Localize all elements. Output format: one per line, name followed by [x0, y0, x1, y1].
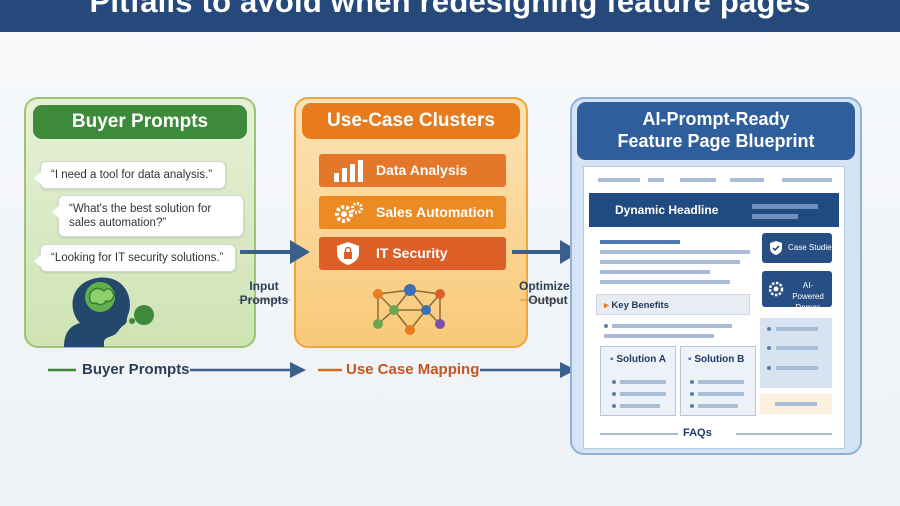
headline-line — [752, 204, 818, 209]
bar-chart-icon — [334, 160, 363, 182]
thinking-head-icon — [64, 277, 154, 347]
shield-icon — [770, 241, 782, 255]
nav-bar — [648, 178, 664, 182]
blueprint-title: AI-Prompt-Ready Feature Page Blueprint — [577, 102, 855, 160]
prompt-bubble-it-security: “Looking for IT security solutions.” — [34, 244, 236, 272]
dynamic-headline-bar — [589, 193, 839, 227]
blueprint-title-line1: AI-Prompt-Ready — [642, 109, 790, 129]
blueprint-title-line2: Feature Page Blueprint — [617, 131, 815, 151]
nav-bar — [598, 178, 640, 182]
solution-line — [620, 392, 666, 396]
benefit-line — [604, 334, 714, 338]
ai-gear-icon — [768, 281, 784, 297]
solution-line — [620, 380, 666, 384]
bullet-dot — [690, 380, 694, 384]
input-arrow — [240, 240, 310, 264]
bottom-label-buyer-prompts: Buyer Prompts — [82, 361, 190, 378]
bullet-dot — [612, 392, 616, 396]
page-title: Pitfalls to avoid when redesigning featu… — [89, 0, 811, 19]
benefit-line — [612, 324, 732, 328]
content-line — [600, 260, 740, 264]
nav-bar — [680, 178, 716, 182]
prompt-bubble-data-analysis: “I need a tool for data analysis.” — [34, 161, 226, 189]
cluster-label: Sales Automation — [376, 204, 494, 220]
key-benefits-label: ▸ Key Benefits — [604, 300, 669, 311]
cluster-label: IT Security — [376, 245, 448, 261]
bullet-dot — [690, 404, 694, 408]
case-studies-label: Case Studies — [788, 243, 836, 252]
sidebar-line — [776, 346, 818, 350]
prompt-bubble-sales-automation: “What's the best solution for sales auto… — [52, 195, 244, 237]
bottom-flow-arrows — [48, 362, 576, 378]
bottom-label-use-case-mapping: Use Case Mapping — [346, 361, 480, 378]
cluster-data-analysis: Data Analysis — [319, 154, 506, 187]
sidebar-line — [776, 366, 818, 370]
solution-line — [698, 404, 738, 408]
bullet-dot — [612, 404, 616, 408]
content-line — [600, 240, 680, 244]
content-line — [600, 270, 710, 274]
ai-demos-label: AI-Powered Demos — [792, 281, 824, 312]
bullet-dot — [690, 392, 694, 396]
faq-line — [600, 433, 678, 435]
solution-b-label: ▪ Solution B — [688, 354, 745, 365]
content-line — [600, 250, 750, 254]
sidebar-line — [776, 327, 818, 331]
sidebar-line — [775, 402, 817, 406]
faqs-label: FAQs — [683, 427, 712, 439]
solution-line — [698, 380, 744, 384]
bullet-dot — [604, 324, 608, 328]
shield-lock-icon — [337, 242, 359, 265]
bullet-dot — [767, 327, 771, 331]
faq-line — [736, 433, 832, 435]
use-case-clusters-title: Use-Case Clusters — [302, 103, 520, 139]
network-graph-icon — [373, 284, 445, 335]
bullet-dot — [767, 366, 771, 370]
case-studies-card: Case Studies — [762, 233, 836, 263]
buyer-prompts-title: Buyer Prompts — [33, 105, 247, 139]
gears-icon — [335, 202, 363, 223]
headline-line — [752, 214, 798, 219]
content-line — [600, 280, 730, 284]
solution-a-label: ▪ Solution A — [610, 354, 666, 365]
header-banner: Pitfalls to avoid when redesigning featu… — [0, 0, 900, 32]
nav-bar — [782, 178, 832, 182]
bullet-dot — [767, 346, 771, 350]
solution-line — [698, 392, 744, 396]
dynamic-headline-text: Dynamic Headline — [615, 203, 719, 217]
key-benefits-box — [596, 294, 750, 315]
cluster-label: Data Analysis — [376, 162, 468, 178]
solution-line — [620, 404, 660, 408]
nav-bar — [730, 178, 764, 182]
bullet-dot — [612, 380, 616, 384]
ai-demos-card: AI-Powered Demos — [762, 271, 832, 312]
cluster-sales-automation: Sales Automation — [319, 196, 506, 229]
cluster-it-security: IT Security — [319, 237, 506, 270]
